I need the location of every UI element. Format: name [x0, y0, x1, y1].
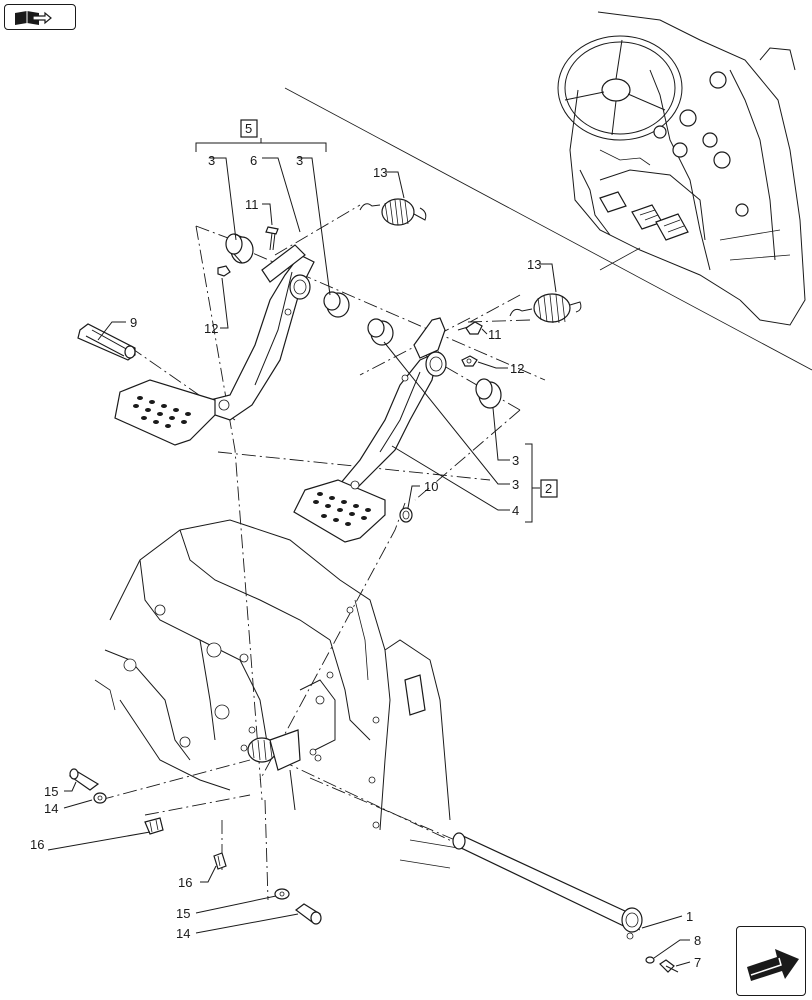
callout-13: 13 — [373, 165, 387, 180]
callout-15: 15 — [44, 784, 58, 799]
group-bracket-5: 5 — [195, 119, 327, 152]
washer-and-bolt — [645, 956, 679, 973]
bushings — [225, 233, 502, 409]
callout-12: 12 — [510, 361, 524, 376]
left-brake-pedal — [114, 244, 315, 446]
next-page-button[interactable] — [736, 926, 806, 996]
callout-16: 16 — [30, 837, 44, 852]
callout-3: 3 — [208, 153, 215, 168]
callout-13: 13 — [527, 257, 541, 272]
transmission-frame — [94, 519, 471, 869]
callout-12: 12 — [204, 321, 218, 336]
callout-11: 11 — [245, 197, 259, 212]
callout-1: 1 — [686, 909, 693, 924]
group-bracket-2: 2 — [525, 443, 558, 523]
return-springs — [359, 198, 582, 324]
callout-3: 3 — [512, 453, 519, 468]
right-brake-pedal — [293, 317, 447, 543]
callout-2: 2 — [545, 481, 552, 496]
callout-6: 6 — [250, 153, 257, 168]
leader-lines — [47, 157, 691, 967]
callout-5: 5 — [245, 121, 252, 136]
callout-15: 15 — [176, 906, 190, 921]
callout-4: 4 — [512, 503, 519, 518]
callout-7: 7 — [694, 955, 701, 970]
callout-10: 10 — [424, 479, 438, 494]
clevis-pin — [77, 323, 136, 361]
callout-labels: 3 6 3 13 11 12 9 13 11 12 3 3 4 10 15 14… — [30, 153, 701, 970]
callout-14: 14 — [44, 801, 58, 816]
book-arrow-icon — [15, 11, 52, 25]
callout-8: 8 — [694, 933, 701, 948]
retaining-clip — [399, 507, 413, 523]
pins-and-washers — [68, 768, 322, 925]
next-page-arrow-icon — [747, 949, 799, 981]
bolts-and-nuts — [217, 226, 483, 367]
cab-reference-view — [284, 11, 812, 371]
callout-11: 11 — [488, 327, 502, 342]
spring-clips — [144, 817, 227, 870]
callout-9: 9 — [130, 315, 137, 330]
callout-3: 3 — [512, 477, 519, 492]
book-arrow-button[interactable] — [4, 4, 76, 30]
cross-shaft — [452, 832, 643, 940]
callout-3: 3 — [296, 153, 303, 168]
callout-14: 14 — [176, 926, 190, 941]
callout-16: 16 — [178, 875, 192, 890]
